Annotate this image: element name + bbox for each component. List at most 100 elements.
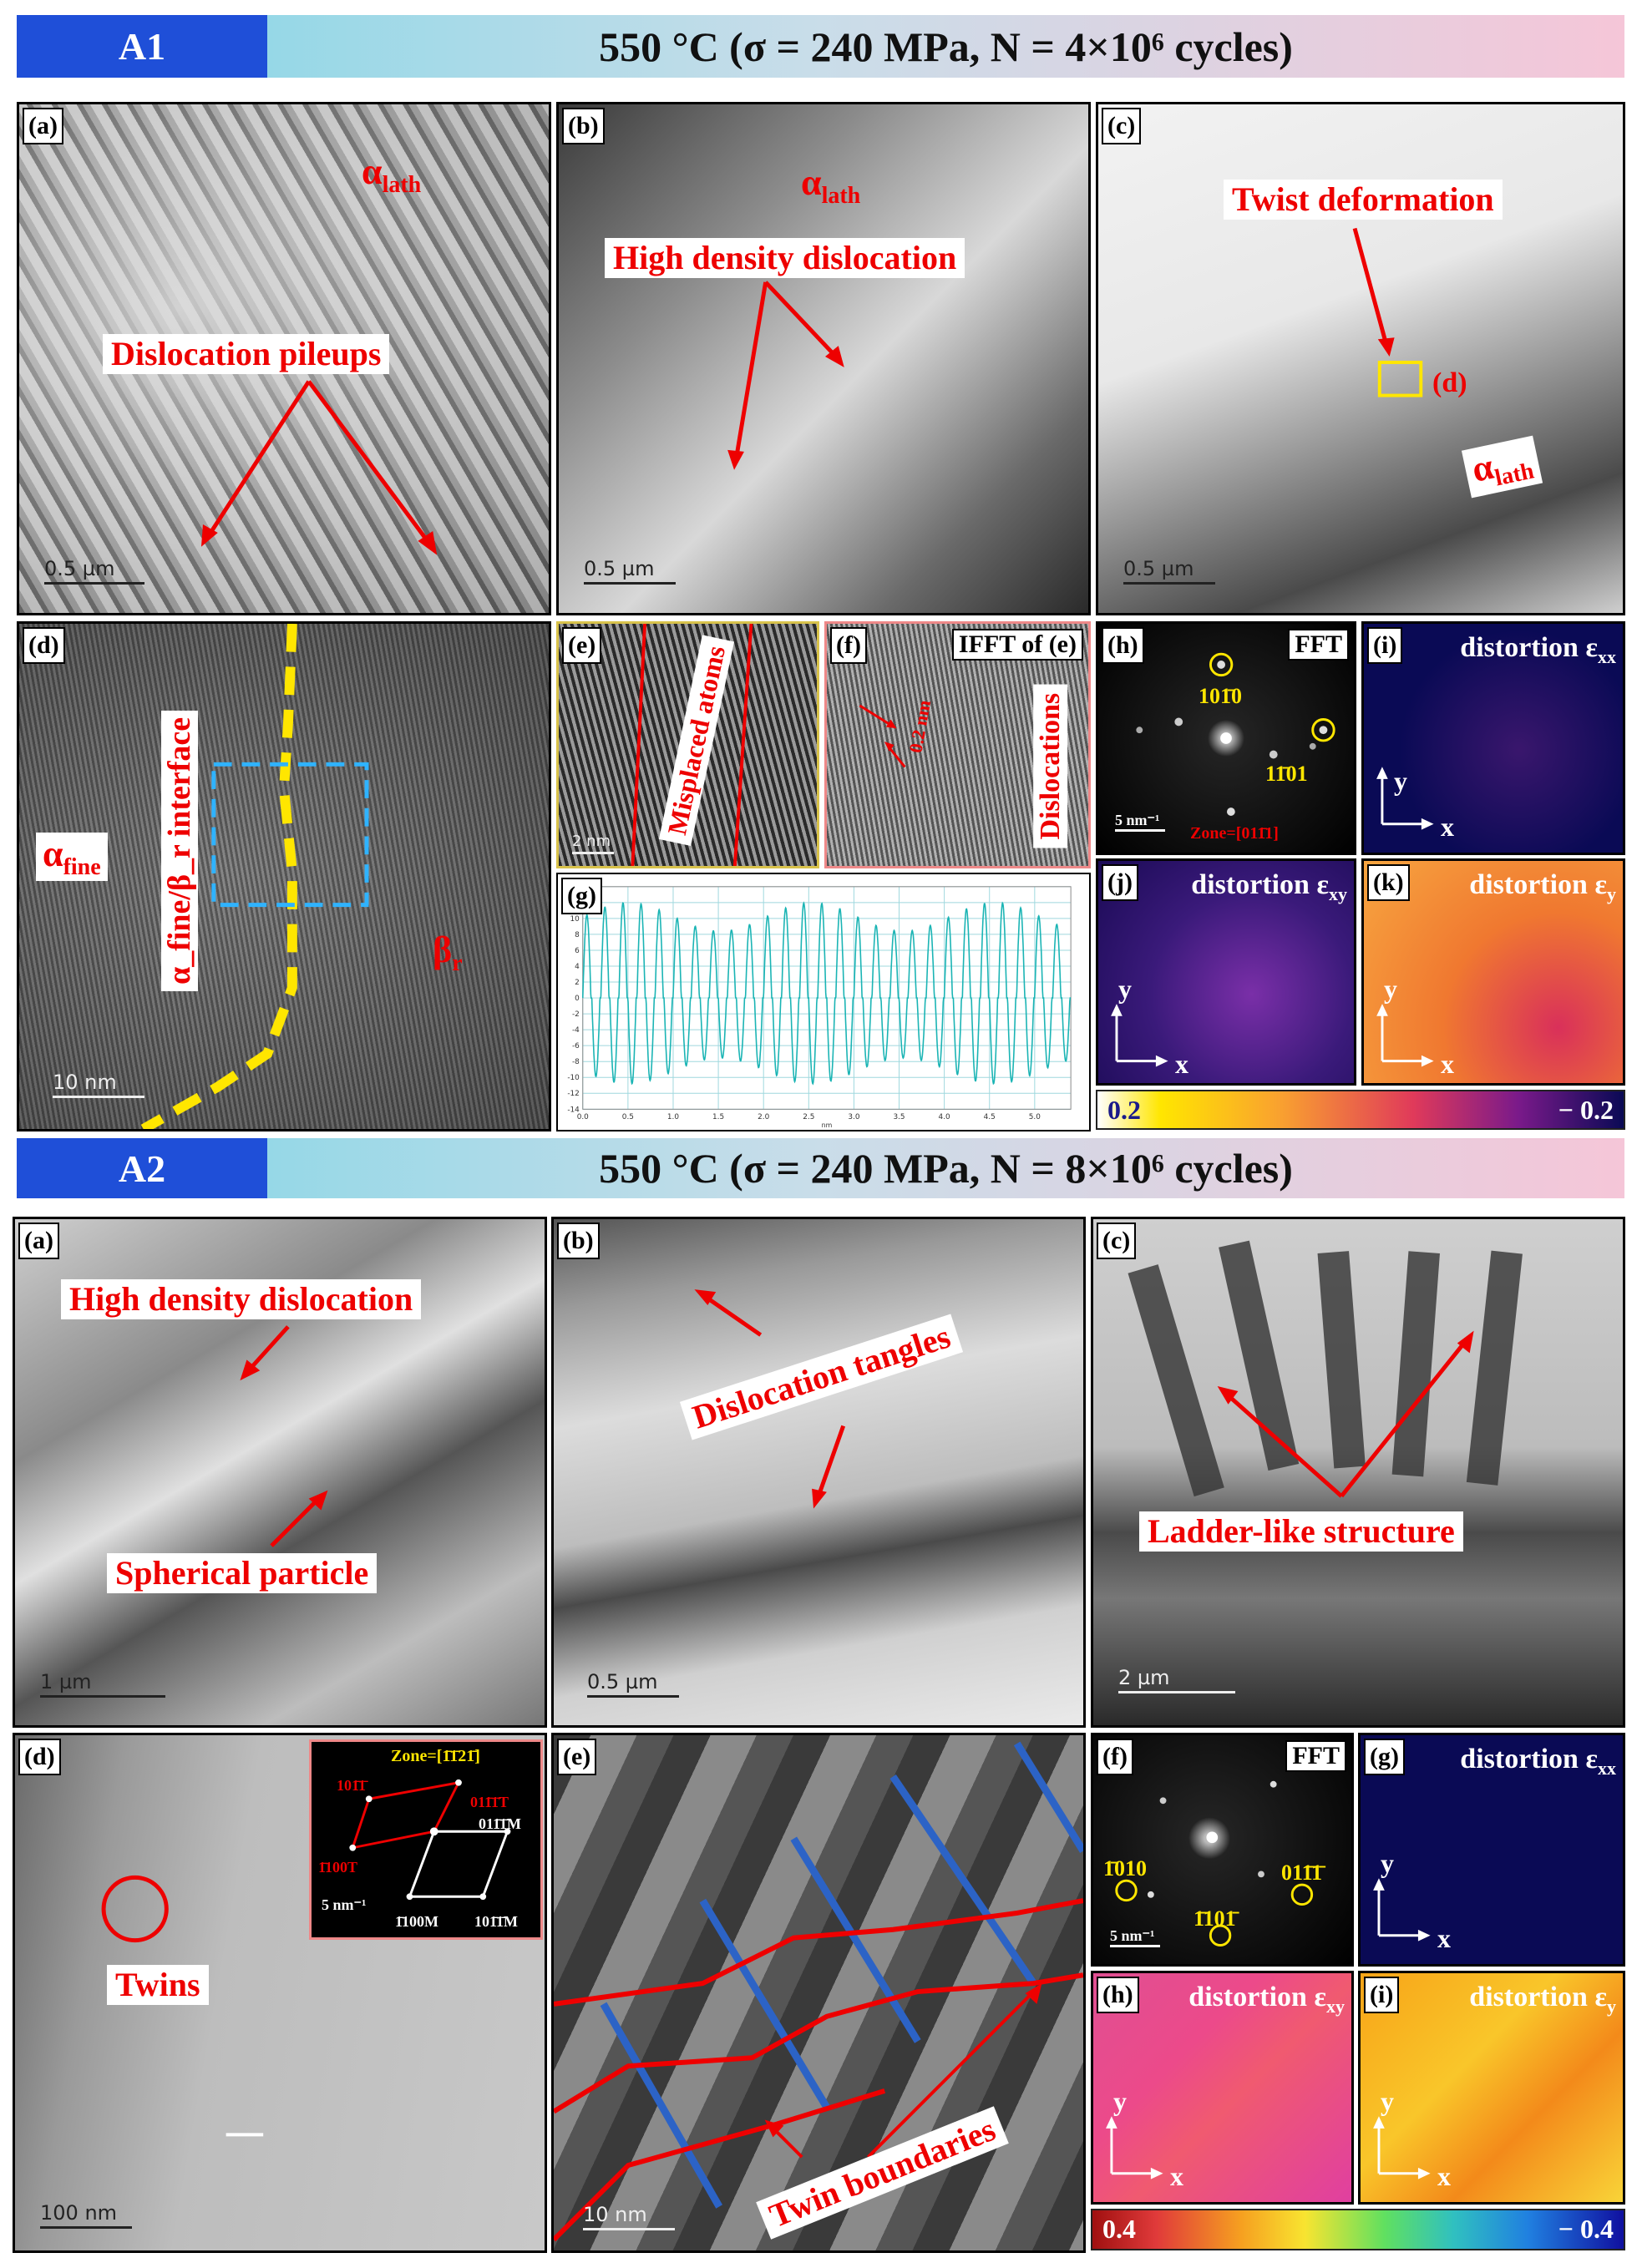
a1-panel-a: (a) αlath Dislocation pileups 0.5 µm <box>17 102 551 615</box>
alpha-lath-label: αlath <box>801 162 861 209</box>
axis-y: y <box>1381 2086 1394 2116</box>
panel-label: (i) <box>1367 627 1403 664</box>
x-tick-label: 0.0 <box>577 1113 589 1121</box>
y-tick-label: 8 <box>575 931 580 939</box>
annotation-1: High density dislocation <box>61 1279 422 1319</box>
twin-boundary-lines <box>554 1741 1083 2242</box>
a1-panel-d: (d) αfine α_fine/β_r interface βr 10 nm <box>17 621 551 1131</box>
a2-panel-g: (g) distortion εxx y x <box>1358 1733 1625 1967</box>
inset-label-2: 011̄1̄T <box>470 1794 509 1810</box>
spacing-marker <box>859 704 906 768</box>
a1-panel-g: (g) 14121086420-2-4-6-8-10-12-140.00.51.… <box>556 873 1091 1131</box>
diffraction-pattern <box>349 1779 511 1901</box>
spot-label-1: 1̄010 <box>1103 1856 1147 1881</box>
scale-bar: 10 nm <box>53 1071 144 1098</box>
x-tick-label: 1.0 <box>667 1113 679 1121</box>
annotation: Dislocation pileups <box>103 334 390 374</box>
ladder-structure <box>1128 1240 1523 1498</box>
axis-x: x <box>1441 1049 1454 1079</box>
fft-scale: 5 nm⁻¹ <box>1115 812 1165 832</box>
panel-label: (d) <box>18 1739 61 1775</box>
a1-tag: A1 <box>17 15 267 78</box>
y-tick-label: -14 <box>567 1106 580 1114</box>
map-title: distortion εxy <box>1188 1982 1345 2017</box>
interface-label: α_fine/β_r interface <box>161 710 198 991</box>
map-title: distortion εy <box>1469 869 1616 904</box>
zone-axis: Zone=[011̄1] <box>1190 824 1279 843</box>
panel-title: FFT <box>1288 629 1349 661</box>
panel-label: (f) <box>1097 1739 1133 1775</box>
y-tick-label: -12 <box>567 1090 580 1098</box>
scale-bar: 10 nm <box>583 2203 675 2230</box>
fft-scale: 5 nm⁻¹ <box>1110 1927 1160 1947</box>
y-tick-label: -4 <box>572 1026 580 1035</box>
interface-overlay <box>140 624 369 1129</box>
a1-panel-h: (h) FFT 101̄0 11̄01 5 nm⁻¹ Zone=[011̄1] <box>1096 621 1356 855</box>
scale-bar: 0.5 µm <box>44 557 144 585</box>
panel-label: (d) <box>23 627 65 664</box>
colorbar-min: 0.2 <box>1107 1095 1141 1125</box>
a2-panel-i: (i) distortion εy y x <box>1358 1971 1625 2205</box>
x-tick-label: 2.0 <box>758 1113 769 1121</box>
annotation: Twist deformation <box>1224 180 1503 220</box>
scale-bar: 0.5 µm <box>1123 557 1215 585</box>
x-tick-label: 1.5 <box>712 1113 724 1121</box>
a1-panel-j: (j) distortion εxy y x <box>1096 858 1356 1086</box>
a2-panel-a: (a) High density dislocation Spherical p… <box>13 1217 547 1728</box>
annotation: Twins <box>107 1965 209 2005</box>
spot-label-2: 11̄01 <box>1265 762 1308 786</box>
arrows <box>240 1325 328 1547</box>
annotation: Ladder-like structure <box>1139 1511 1463 1552</box>
panel-label: (a) <box>18 1223 59 1259</box>
inset-label-1: 101̄1̄ <box>337 1777 367 1794</box>
inset-scale: 5 nm⁻¹ <box>322 1896 367 1913</box>
inset-label-6: 101̄1̄M <box>474 1913 518 1930</box>
axes-glyph <box>1376 767 1434 830</box>
x-tick-label: 3.5 <box>893 1113 905 1121</box>
y-tick-label: 2 <box>575 979 580 987</box>
x-tick-label: 2.5 <box>803 1113 814 1121</box>
scale-bar: 1 µm <box>40 1670 165 1698</box>
axis-y: y <box>1381 1848 1394 1878</box>
axes-glyph <box>1111 1004 1168 1067</box>
panel-label: (k) <box>1367 864 1410 901</box>
fft-spots <box>1115 1780 1314 1947</box>
y-tick-label: -6 <box>572 1042 580 1050</box>
panel-label: (i) <box>1364 1977 1400 2013</box>
y-tick-label: 10 <box>570 915 580 924</box>
axis-x: x <box>1437 1923 1451 1953</box>
spot-label-3: 1̄101̄ <box>1193 1906 1236 1931</box>
scale-bar: 0.5 µm <box>584 557 676 585</box>
a2-colorbar: 0.4 − 0.4 <box>1091 2209 1625 2250</box>
panel-label: (c) <box>1102 108 1142 144</box>
x-tick-label: 3.0 <box>848 1113 859 1121</box>
zone-axis: Zone=[1̄1̄21̄] <box>391 1747 480 1765</box>
annotation-2: Spherical particle <box>107 1553 378 1593</box>
panel-label: (e) <box>557 1739 597 1775</box>
arrows <box>1352 227 1423 397</box>
intensity-profile-chart: 14121086420-2-4-6-8-10-12-140.00.51.01.5… <box>567 883 1072 1129</box>
axis-x: x <box>1175 1049 1188 1079</box>
alpha-lath-label: αlath <box>362 151 422 198</box>
panel-label: (b) <box>562 108 605 144</box>
spot-label-2: 011̄1̄ <box>1281 1860 1323 1885</box>
a2-panel-h: (h) distortion εxy y x <box>1091 1971 1354 2205</box>
inset-label-4: 011̄1̄M <box>479 1815 522 1832</box>
a2-panel-b: (b) Dislocation tangles 0.5 µm <box>551 1217 1086 1728</box>
panel-label: (f) <box>830 627 867 664</box>
scale-bar: 2 µm <box>1118 1666 1235 1693</box>
a2-panel-c: (c) Ladder-like structure 2 µm <box>1091 1217 1625 1728</box>
a1-colorbar: 0.2 − 0.2 <box>1096 1090 1625 1130</box>
map-title: distortion εxx <box>1460 632 1616 667</box>
a2-tag: A2 <box>17 1138 267 1198</box>
a2-banner <box>17 1138 1624 1198</box>
arrows <box>727 281 844 470</box>
y-tick-label: 0 <box>575 995 580 1003</box>
axis-x: x <box>1441 812 1454 842</box>
red-lines <box>631 624 753 866</box>
axis-y: y <box>1394 766 1407 796</box>
profile-series-line <box>581 901 1072 1086</box>
inset-label-3: 1̄100T <box>318 1859 358 1876</box>
arrows <box>200 380 438 555</box>
scale-bar: 100 nm <box>40 2201 132 2229</box>
